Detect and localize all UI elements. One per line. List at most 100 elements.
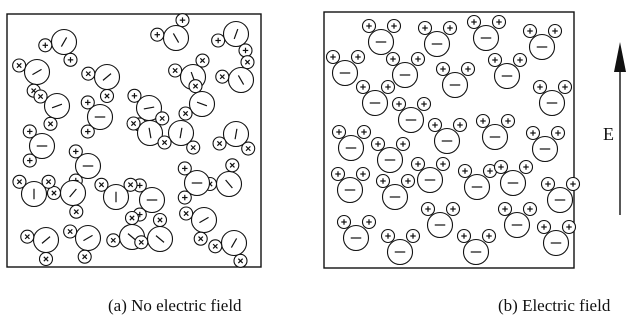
cation-ion — [410, 51, 426, 67]
anion-ion — [528, 33, 556, 61]
anion-ion — [546, 186, 574, 214]
cation-ion — [565, 176, 581, 192]
cation-rotated-ion — [134, 235, 149, 250]
anion-ion — [423, 30, 451, 58]
panel-a-frame — [6, 13, 262, 268]
anion-ion — [220, 229, 248, 257]
panel-a-ions — [12, 13, 256, 268]
anion-ion — [391, 61, 419, 89]
cation-ion — [475, 113, 491, 129]
cation-rotated-ion — [106, 233, 121, 248]
cation-ion — [177, 190, 192, 205]
anion-ion — [361, 89, 389, 117]
anion-ion — [50, 28, 78, 56]
cation-rotated-ion — [212, 136, 227, 151]
cation-ion — [356, 124, 372, 140]
anion-ion — [162, 24, 190, 52]
cation-ion — [497, 201, 513, 217]
cation-ion — [457, 163, 473, 179]
cation-ion — [375, 173, 391, 189]
cation-ion — [355, 79, 371, 95]
cation-ion — [80, 124, 95, 139]
field-arrow-label: E — [603, 124, 614, 144]
cation-ion — [416, 96, 432, 112]
cation-rotated-ion — [123, 177, 138, 192]
cation-rotated-ion — [12, 174, 27, 189]
anion-ion — [167, 119, 195, 147]
anion-ion — [136, 119, 164, 147]
cation-ion — [512, 52, 528, 68]
cation-rotated-ion — [63, 224, 78, 239]
cation-rotated-ion — [168, 63, 183, 78]
cation-rotated-ion — [233, 253, 248, 268]
cation-ion — [522, 201, 538, 217]
cation-ion — [22, 153, 37, 168]
caption-panel-a: (a) No electric field — [108, 296, 242, 315]
cation-ion — [493, 159, 509, 175]
cation-ion — [481, 228, 497, 244]
cation-ion — [500, 113, 516, 129]
cation-ion — [466, 14, 482, 30]
cation-rotated-ion — [81, 66, 96, 81]
cation-ion — [355, 166, 371, 182]
cation-ion — [177, 161, 192, 176]
cation-rotated-ion — [69, 204, 84, 219]
anion-ion — [222, 20, 250, 48]
cation-rotated-ion — [41, 174, 56, 189]
anion-ion — [386, 238, 414, 266]
cation-rotated-ion — [208, 239, 223, 254]
cation-ion — [336, 214, 352, 230]
cation-ion — [550, 125, 566, 141]
cation-ion — [361, 18, 377, 34]
anion-ion — [337, 134, 365, 162]
cation-ion — [518, 159, 534, 175]
anion-ion — [20, 180, 48, 208]
cation-ion — [380, 79, 396, 95]
cation-ion — [405, 228, 421, 244]
cation-ion — [330, 166, 346, 182]
anion-ion — [190, 206, 218, 234]
cation-rotated-ion — [126, 116, 141, 131]
cation-ion — [427, 117, 443, 133]
cation-ion — [395, 136, 411, 152]
anion-ion — [397, 106, 425, 134]
anion-ion — [499, 169, 527, 197]
cation-rotated-ion — [178, 106, 193, 121]
anion-ion — [331, 59, 359, 87]
anion-ion — [74, 224, 102, 252]
cation-ion — [22, 124, 37, 139]
cation-ion — [38, 38, 53, 53]
cation-rotated-ion — [20, 229, 35, 244]
anion-ion — [481, 123, 509, 151]
cation-rotated-ion — [152, 212, 168, 228]
cation-rotated-ion — [43, 116, 58, 131]
cation-ion — [456, 228, 472, 244]
anion-ion — [538, 89, 566, 117]
field-arrow-head — [614, 42, 626, 72]
cation-rotated-ion — [46, 185, 62, 201]
anion-ion — [426, 211, 454, 239]
cation-rotated-ion — [241, 141, 256, 156]
cation-ion — [536, 219, 552, 235]
anion-ion — [74, 152, 102, 180]
anion-ion — [462, 238, 490, 266]
cation-ion — [557, 79, 573, 95]
cation-rotated-ion — [124, 210, 140, 226]
anion-ion — [531, 135, 559, 163]
cation-ion — [325, 49, 341, 65]
anion-ion — [32, 226, 60, 254]
anion-ion — [146, 225, 174, 253]
cation-rotated-ion — [188, 79, 203, 94]
anion-ion — [183, 169, 211, 197]
cation-ion — [445, 201, 461, 217]
cation-ion — [435, 61, 451, 77]
cation-ion — [417, 20, 433, 36]
cation-ion — [361, 214, 377, 230]
anion-ion — [86, 103, 114, 131]
anion-ion — [102, 183, 130, 211]
cation-rotated-ion — [240, 55, 255, 70]
cation-ion — [487, 52, 503, 68]
cation-rotated-ion — [94, 177, 109, 192]
anion-ion — [463, 173, 491, 201]
